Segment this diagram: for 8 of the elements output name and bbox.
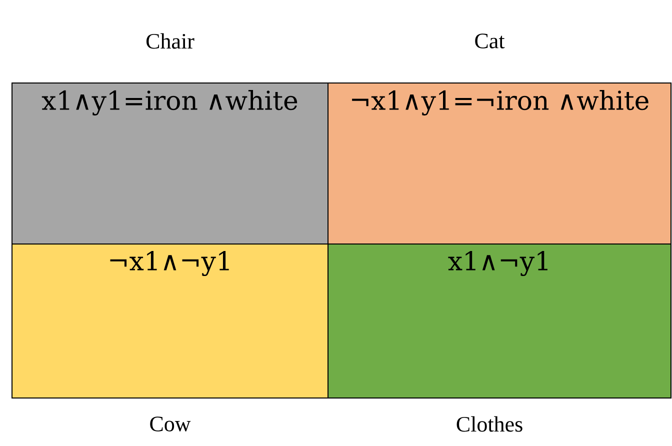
cell-caption: Cow — [150, 416, 191, 432]
cell: ¬x1∧¬y1 — [12, 243, 328, 398]
cell-caption: Chair — [146, 33, 194, 49]
cell: x1∧y1=iron ∧white — [12, 82, 328, 244]
cell: ¬x1∧y1=¬iron ∧white — [328, 82, 672, 244]
cell-caption: Clothes — [456, 416, 522, 432]
cell-caption: Cat — [475, 34, 505, 48]
cell: x1∧¬y1 — [328, 243, 672, 398]
